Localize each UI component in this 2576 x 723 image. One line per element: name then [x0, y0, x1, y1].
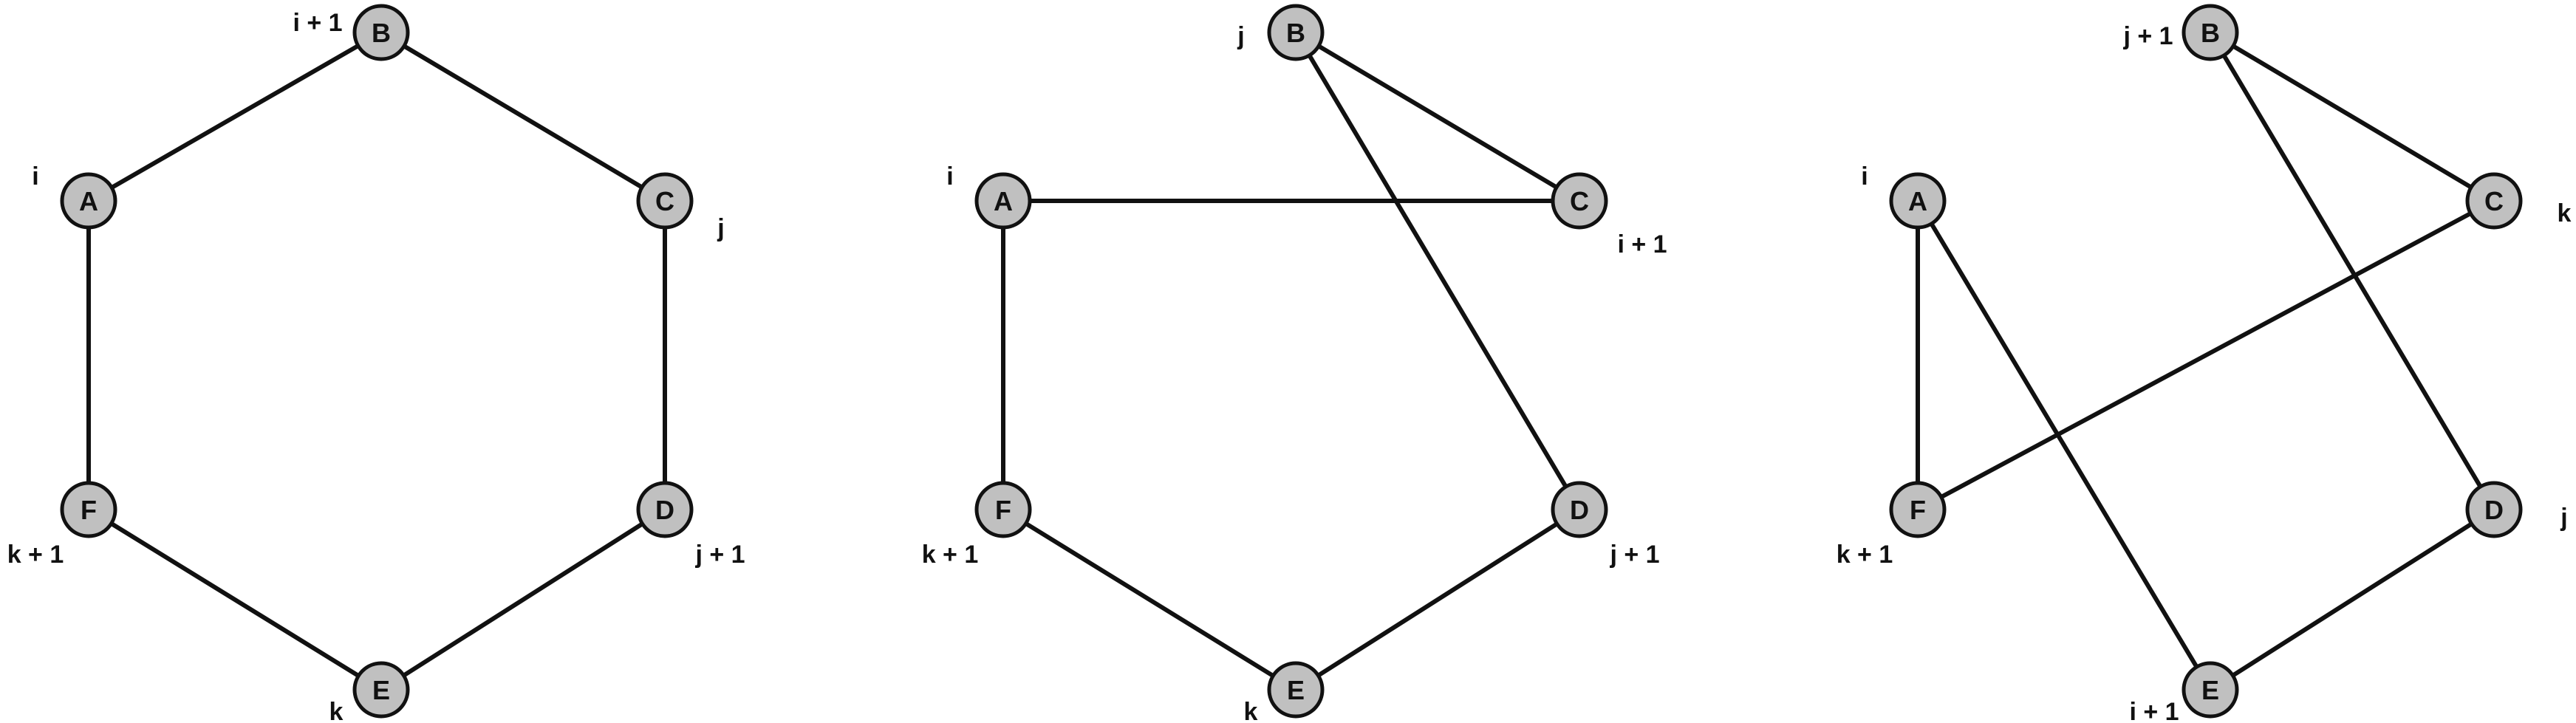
node-circle	[974, 481, 1032, 538]
edge-E-F	[1001, 507, 1298, 692]
node-index-label: i	[946, 162, 953, 191]
edge-B-C	[379, 30, 667, 203]
node-index-label: i + 1	[293, 9, 342, 37]
edge-B-C	[2208, 30, 2496, 203]
node-D: Dj + 1	[1551, 481, 1660, 569]
node-A: Ai	[946, 162, 1032, 230]
node-F: Fk + 1	[922, 481, 1032, 569]
edge-D-E	[379, 507, 667, 692]
node-id-label: A	[994, 186, 1013, 216]
node-B: Bj	[1237, 4, 1325, 61]
node-circle	[352, 4, 410, 61]
edge-A-B	[86, 30, 383, 203]
node-id-label: E	[1287, 675, 1305, 705]
node-B: Bj + 1	[2122, 4, 2239, 61]
edge-B-D	[1294, 30, 1582, 512]
node-circle	[2182, 4, 2239, 61]
node-index-label: j + 1	[2122, 22, 2173, 50]
node-index-label: i + 1	[2129, 698, 2179, 723]
node-E: Ei + 1	[2129, 661, 2239, 723]
node-circle	[1551, 481, 1608, 538]
edge-B-D	[2208, 30, 2496, 512]
node-index-label: j	[717, 214, 724, 242]
edge-C-F	[1916, 199, 2496, 512]
node-id-label: C	[2484, 186, 2504, 216]
node-id-label: F	[1910, 495, 1926, 525]
node-index-label: k	[329, 698, 344, 723]
node-circle	[1889, 481, 1947, 538]
node-id-label: E	[2201, 675, 2219, 705]
node-id-label: C	[655, 186, 674, 216]
node-circle	[974, 172, 1032, 230]
node-index-label: k	[2558, 199, 2572, 227]
node-id-label: E	[372, 675, 390, 705]
node-circle	[1267, 661, 1325, 719]
node-id-label: D	[2484, 495, 2504, 525]
node-circle	[1889, 172, 1947, 230]
node-index-label: k + 1	[7, 541, 64, 569]
node-D: Dj + 1	[636, 481, 745, 569]
node-E: Ek	[329, 661, 410, 723]
node-id-label: A	[79, 186, 98, 216]
node-id-label: B	[1286, 18, 1305, 48]
node-circle	[2465, 172, 2523, 230]
node-A: Ai	[32, 162, 117, 230]
node-id-label: A	[1908, 186, 1927, 216]
node-C: Cj	[636, 172, 725, 242]
edge-A-E	[1916, 199, 2213, 692]
node-id-label: C	[1570, 186, 1589, 216]
node-F: Fk + 1	[1837, 481, 1947, 569]
node-circle	[1551, 172, 1608, 230]
node-index-label: i + 1	[1617, 230, 1667, 258]
node-circle	[60, 481, 117, 538]
node-A: Ai	[1861, 162, 1947, 230]
node-id-label: D	[1570, 495, 1589, 525]
node-C: Ci + 1	[1551, 172, 1667, 258]
edge-D-E	[2208, 507, 2496, 692]
node-B: Bi + 1	[293, 4, 410, 61]
node-index-label: j + 1	[1609, 541, 1659, 569]
node-index-label: k + 1	[1837, 541, 1893, 569]
node-id-label: B	[2201, 18, 2220, 48]
edge-B-C	[1294, 30, 1582, 203]
node-circle	[636, 172, 694, 230]
node-index-label: i	[32, 162, 38, 191]
node-index-label: j + 1	[694, 541, 745, 569]
node-id-label: F	[995, 495, 1011, 525]
node-index-label: i	[1861, 162, 1868, 191]
node-circle	[2465, 481, 2523, 538]
node-id-label: F	[81, 495, 97, 525]
node-index-label: k + 1	[922, 541, 979, 569]
node-circle	[60, 172, 117, 230]
node-E: Ek	[1244, 661, 1325, 723]
node-index-label: j	[1237, 22, 1244, 50]
node-circle	[1267, 4, 1325, 61]
edge-E-F	[86, 507, 383, 692]
node-id-label: D	[655, 495, 674, 525]
node-circle	[352, 661, 410, 719]
node-circle	[636, 481, 694, 538]
node-index-label: j	[2560, 504, 2567, 532]
node-circle	[2182, 661, 2239, 719]
node-index-label: k	[1244, 698, 1258, 723]
edge-D-E	[1294, 507, 1582, 692]
node-id-label: B	[372, 18, 391, 48]
node-F: Fk + 1	[7, 481, 117, 569]
